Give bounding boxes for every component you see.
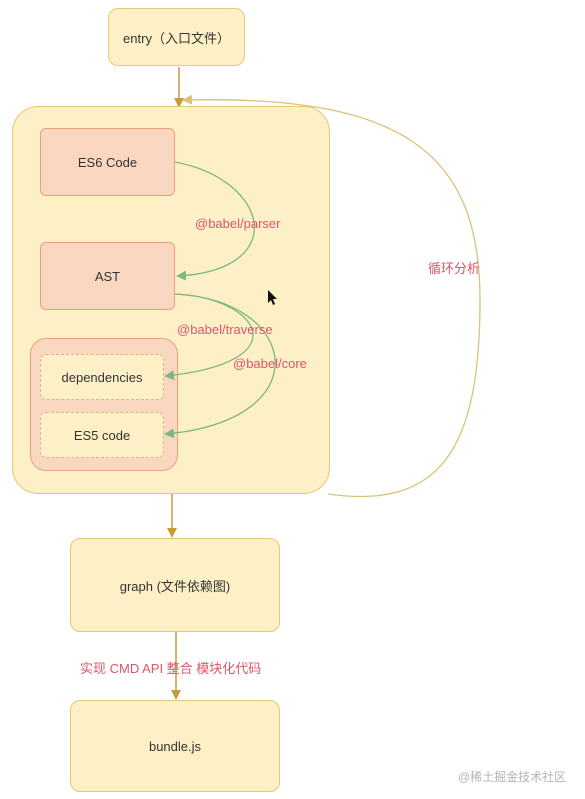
- graph-label: graph (文件依赖图): [119, 578, 231, 594]
- dependencies-label: dependencies: [61, 369, 143, 385]
- label-babel-parser: @babel/parser: [195, 216, 281, 231]
- dependencies-node: dependencies: [40, 354, 164, 400]
- label-babel-traverse: @babel/traverse: [177, 322, 273, 337]
- label-loop-analysis: 循环分析: [428, 261, 481, 276]
- edge-loop-analysis: [182, 94, 481, 498]
- bundle-label: bundle.js: [148, 738, 202, 754]
- es5-code-node: ES5 code: [40, 412, 164, 458]
- label-cmd-api: 实现 CMD API 整合 模块化代码: [80, 661, 262, 676]
- es6-code-node: ES6 Code: [40, 128, 175, 196]
- es6-code-label: ES6 Code: [77, 154, 138, 170]
- graph-node: graph (文件依赖图): [70, 538, 280, 632]
- watermark: @稀土掘金技术社区: [458, 770, 567, 784]
- entry-node: entry（入口文件）: [108, 8, 245, 66]
- label-babel-core: @babel/core: [233, 356, 307, 371]
- entry-label: entry（入口文件）: [123, 30, 230, 46]
- es5-code-label: ES5 code: [73, 427, 131, 443]
- ast-label: AST: [94, 268, 121, 284]
- bundle-node: bundle.js: [70, 700, 280, 792]
- ast-node: AST: [40, 242, 175, 310]
